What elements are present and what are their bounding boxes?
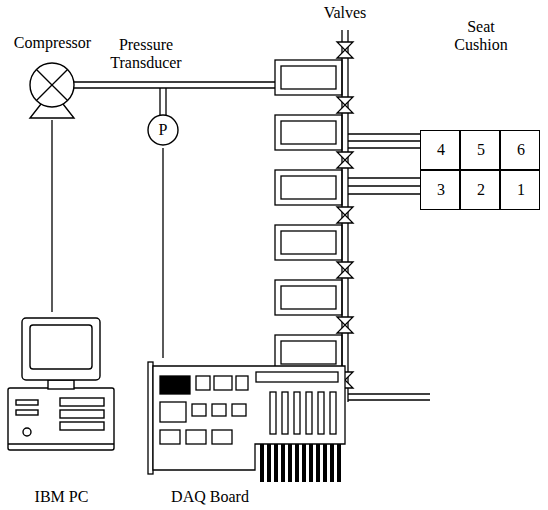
cell-number: 3 xyxy=(421,171,461,208)
cushion-cell: 6 xyxy=(500,130,540,170)
pc-illustration xyxy=(8,318,114,450)
node-label: DAQ Board xyxy=(155,488,265,506)
cushion-cell: 3 xyxy=(420,170,460,210)
cell-number: 1 xyxy=(501,171,541,208)
seat-cushion: Seat Cushion 456 321 xyxy=(418,18,544,212)
node-label: Seat Cushion xyxy=(441,18,521,54)
part-label: Valves xyxy=(310,4,380,22)
compressor: Compressor xyxy=(5,34,102,120)
node-label: Pressure Transducer xyxy=(100,36,192,72)
cushion-cell: 2 xyxy=(460,170,500,210)
cushion-cell: 4 xyxy=(420,130,460,170)
node-label: IBM PC xyxy=(5,488,118,506)
cushion-cell: 1 xyxy=(500,170,540,210)
pipes xyxy=(74,30,430,402)
pressure-transducer: Pressure TransducerP xyxy=(100,36,194,148)
cushion-cell: 5 xyxy=(460,130,500,170)
signal-wire xyxy=(51,120,52,312)
ibm-pc: IBM PC xyxy=(5,312,120,508)
valve-symbols xyxy=(337,42,353,388)
daq-board: DAQ Board xyxy=(150,358,348,508)
cell-number: 2 xyxy=(461,171,501,208)
cell-number: 4 xyxy=(421,131,461,168)
cell-number: 5 xyxy=(461,131,501,168)
daq-board-illustration xyxy=(148,362,345,482)
node-label: Compressor xyxy=(5,34,100,52)
node-label: P xyxy=(152,121,174,139)
signal-wire xyxy=(162,148,163,358)
cell-number: 6 xyxy=(501,131,541,168)
